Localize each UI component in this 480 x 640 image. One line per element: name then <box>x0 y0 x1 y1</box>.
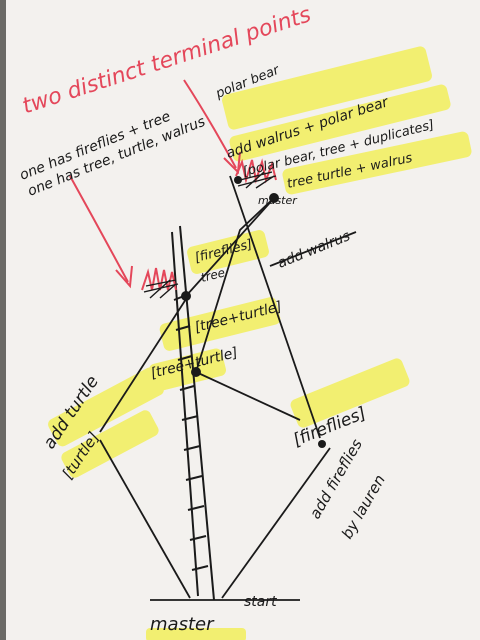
highlight-mid-fireflies <box>187 230 269 274</box>
highlight-add-turtle <box>48 367 164 447</box>
highlight-fireflies-right <box>290 358 410 428</box>
line-turtle-to-master <box>99 439 191 599</box>
terminal-hatches <box>143 171 277 299</box>
red-arrowhead-left <box>115 265 133 289</box>
dot-top-left <box>234 176 242 184</box>
highlight-top-add <box>222 46 432 130</box>
branch-lines <box>99 175 357 601</box>
dot-mid-terminal <box>181 291 191 301</box>
line-top-to-mid <box>195 197 275 373</box>
highlight-tree-turtle-lower <box>148 348 226 392</box>
line-top-to-fireflies <box>229 175 321 439</box>
node-start: start <box>244 594 277 610</box>
master-trunk <box>171 225 215 601</box>
red-arrow-left <box>69 175 129 283</box>
line-fireflies-to-master <box>221 447 331 599</box>
highlight-top-branch <box>229 84 451 162</box>
node-top-master: master <box>258 194 298 207</box>
red-scribble-mid <box>141 267 177 291</box>
line-turtle-branch <box>99 295 189 433</box>
line-trunk-to-top <box>185 195 277 297</box>
node-master: master <box>150 614 215 635</box>
highlight-turtle-label <box>61 410 159 478</box>
line-mid-to-fireflies <box>195 371 301 421</box>
node-mid-tree: tree <box>199 265 226 284</box>
highlight-top-label <box>282 131 472 195</box>
terminal-markers <box>69 79 277 291</box>
dot-fireflies <box>318 440 326 448</box>
dot-top-terminal <box>269 193 279 203</box>
add-walrus-underline <box>269 231 357 267</box>
dot-tree-turtle <box>191 367 201 377</box>
commit-dots <box>181 176 326 448</box>
highlight-master <box>146 628 246 640</box>
red-arrow-right <box>183 79 237 169</box>
highlights <box>48 46 472 640</box>
